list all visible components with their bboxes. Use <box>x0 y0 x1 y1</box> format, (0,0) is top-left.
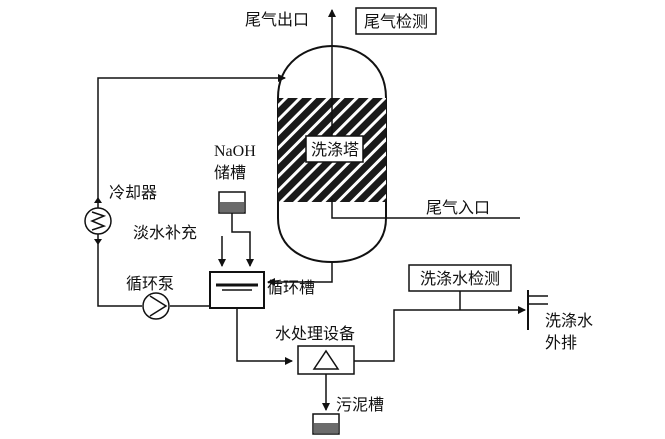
naoh-label-bottom: 储槽 <box>214 163 246 182</box>
cooler <box>84 197 112 245</box>
tower-label-box <box>305 135 364 163</box>
pump-label: 循环泵 <box>126 274 174 293</box>
exhaust-outlet-label: 尾气出口 <box>245 10 309 29</box>
exhaust-monitor-box: 尾气检测 <box>355 7 437 35</box>
freshwater-label: 淡水补充 <box>133 223 197 242</box>
wash-water-monitor-label: 洗涤水检测 <box>420 269 500 288</box>
coil-icon <box>90 211 107 231</box>
tower-label: 洗涤塔 <box>311 140 359 159</box>
sludge-tank <box>312 413 340 435</box>
circ-tank-label: 循环槽 <box>267 278 315 297</box>
washing-tower: 洗涤塔 <box>277 44 387 264</box>
exhaust-inlet-line <box>331 198 520 219</box>
treatment-discharge-line <box>354 306 526 362</box>
treatment-label: 水处理设备 <box>275 324 355 343</box>
tank-to-treatment-line <box>236 308 293 365</box>
discharge-outlet <box>527 290 548 330</box>
tower-return-line <box>267 262 333 286</box>
circulation-pump <box>142 292 170 320</box>
naoh-label-top: NaOH <box>214 143 256 160</box>
naoh-feed-line <box>231 213 254 267</box>
discharge-label-1: 洗涤水 <box>545 311 593 330</box>
water-treatment-unit <box>297 345 355 375</box>
cooler-label: 冷却器 <box>109 183 157 202</box>
exhaust-inlet-label: 尾气入口 <box>426 198 490 217</box>
cooling-loop-line <box>97 74 286 307</box>
naoh-tank <box>218 191 246 214</box>
exhaust-monitor-label: 尾气检测 <box>364 12 428 31</box>
circulation-tank <box>209 271 265 309</box>
sludge-label: 污泥槽 <box>336 395 384 414</box>
discharge-label-2: 外排 <box>545 333 577 352</box>
wash-water-monitor-box: 洗涤水检测 <box>408 264 512 292</box>
